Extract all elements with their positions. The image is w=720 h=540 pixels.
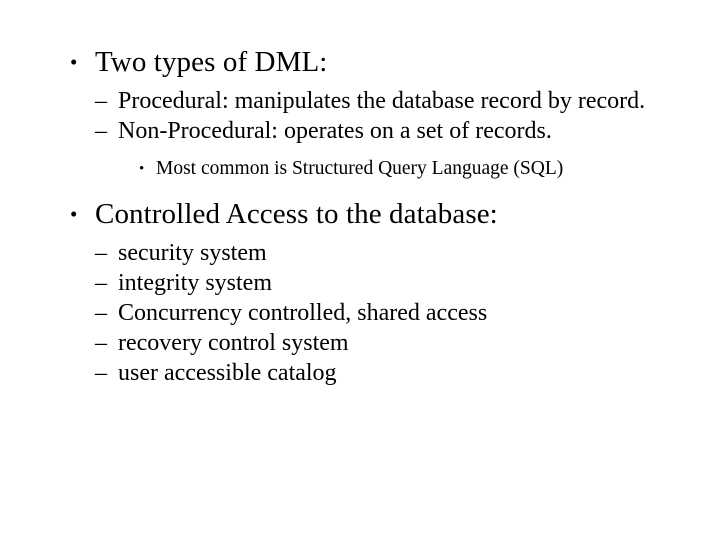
slide-body-content: • Two types of DML: – Procedural: manipu… (0, 44, 720, 388)
bullet-procedural: – Procedural: manipulates the database r… (0, 86, 720, 116)
bullet-procedural-label: Procedural: manipulates the database rec… (118, 88, 646, 114)
bullet-controlled-access-label: Controlled Access to the database: (95, 198, 498, 230)
bullet-user-accessible-catalog-label: user accessible catalog (118, 360, 337, 386)
bullet-controlled-access: • Controlled Access to the database: (0, 196, 720, 232)
bullet-integrity-system-label: integrity system (118, 270, 272, 296)
bullet-non-procedural-label: Non-Procedural: operates on a set of rec… (118, 118, 552, 144)
dash-icon: – (95, 240, 107, 266)
bullet-integrity-system: – integrity system (0, 268, 720, 298)
bullet-most-common-sql-label: Most common is Structured Query Language… (156, 158, 564, 179)
bullet-most-common-sql: • Most common is Structured Query Langua… (0, 156, 720, 182)
bullet-user-accessible-catalog: – user accessible catalog (0, 358, 720, 388)
spacer (0, 146, 720, 156)
dash-icon: – (95, 270, 107, 296)
dash-icon: – (95, 300, 107, 326)
bullet-concurrency-controlled-label: Concurrency controlled, shared access (118, 300, 488, 326)
bullet-recovery-control-system-label: recovery control system (118, 330, 349, 356)
dash-icon: – (95, 330, 107, 356)
spacer (0, 182, 720, 196)
bullet-point-icon: • (139, 161, 145, 177)
dash-icon: – (95, 360, 107, 386)
bullet-two-types-of-dml-label: Two types of DML: (95, 46, 328, 78)
bullet-security-system: – security system (0, 238, 720, 268)
bullet-concurrency-controlled: – Concurrency controlled, shared access (0, 298, 720, 328)
dash-icon: – (95, 88, 107, 114)
bullet-point-icon: • (70, 50, 78, 74)
bullet-two-types-of-dml: • Two types of DML: (0, 44, 720, 80)
bullet-security-system-label: security system (118, 240, 267, 266)
bullet-recovery-control-system: – recovery control system (0, 328, 720, 358)
bullet-non-procedural: – Non-Procedural: operates on a set of r… (0, 116, 720, 146)
dash-icon: – (95, 118, 107, 144)
bullet-point-icon: • (70, 202, 78, 226)
